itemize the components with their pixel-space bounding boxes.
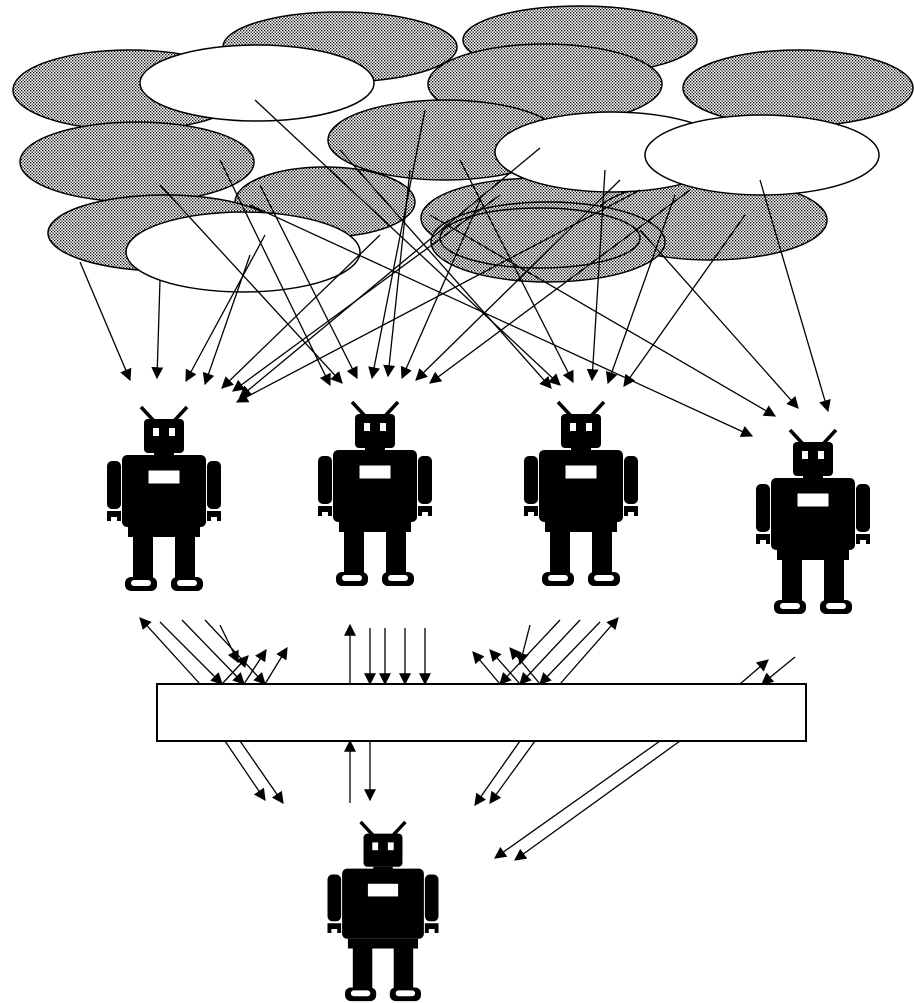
arrow (516, 624, 531, 666)
arrow (159, 621, 223, 685)
cloud-shaded (430, 201, 666, 283)
arrow (159, 184, 343, 384)
arrow (139, 617, 201, 685)
arrow (202, 254, 251, 386)
arrow (254, 99, 561, 386)
barrier-arrows (139, 617, 796, 861)
cloud-outline (644, 114, 880, 196)
arrow (759, 179, 831, 413)
arrow (739, 659, 769, 685)
arrow (264, 646, 288, 685)
arrow (761, 656, 796, 685)
arrow (368, 109, 426, 380)
arrow (623, 214, 746, 387)
arrow (489, 649, 521, 685)
arrow (339, 149, 552, 389)
arrow (239, 147, 541, 398)
arrow (219, 624, 239, 664)
cloud-to-robot-arrows (79, 99, 831, 437)
arrow (519, 619, 581, 685)
cloud-shaded (19, 121, 255, 203)
arrow (605, 194, 676, 385)
cloud-layer (12, 5, 914, 293)
arrow (429, 214, 777, 417)
arrow (185, 234, 266, 383)
arrow (79, 261, 132, 382)
arrow (400, 199, 481, 380)
arrow (494, 740, 661, 859)
robot-5 (325, 820, 441, 1003)
arrow (239, 740, 284, 804)
arrow (499, 619, 561, 685)
robot-3 (522, 400, 640, 588)
robot-2 (316, 400, 434, 588)
arrow (415, 179, 621, 381)
cloud-outline (139, 44, 375, 122)
arrow (474, 740, 521, 806)
arrow (559, 617, 619, 685)
arrow (219, 159, 331, 387)
arrow (472, 651, 501, 685)
arrow (249, 204, 754, 437)
arrow (514, 740, 681, 861)
robot-4 (754, 428, 872, 616)
cloud-outline (125, 211, 361, 293)
arrow (489, 740, 536, 804)
arrow (232, 194, 501, 392)
arrow (224, 740, 266, 801)
arrow (539, 621, 601, 685)
arrow (181, 619, 245, 685)
cloud-outline (439, 207, 641, 269)
robot-1 (105, 405, 223, 593)
arrow (221, 234, 381, 389)
arrow (586, 169, 606, 382)
arrow (429, 189, 691, 384)
arrow (243, 648, 267, 685)
cloud-shaded (682, 49, 914, 127)
arrow (639, 229, 799, 409)
barrier-box (156, 683, 807, 742)
arrow (221, 655, 249, 685)
arrow (509, 647, 541, 685)
arrow (151, 279, 164, 380)
